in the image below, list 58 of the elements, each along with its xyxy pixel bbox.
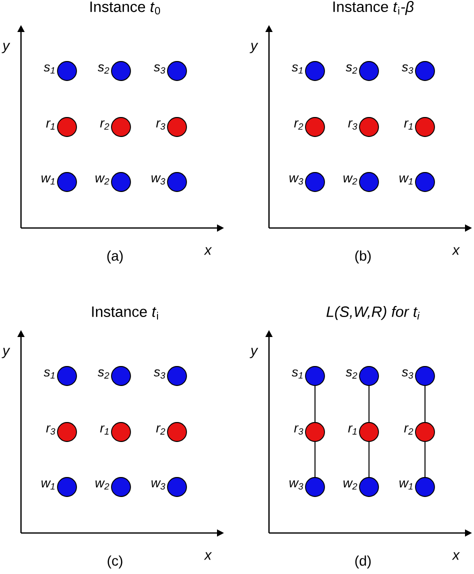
point-label: s$_{3}$ <box>402 369 414 379</box>
point-label: w$_{1}$ <box>42 480 55 490</box>
point-label: w$_{3}$ <box>152 175 166 185</box>
point-label: s$_{3}$ <box>154 369 166 379</box>
axis-label: y <box>2 42 10 54</box>
connector-line <box>368 441 370 478</box>
panel-title: L(S,W,R) for t$_{i}$ <box>326 306 420 320</box>
point-label: r$_{2}$ <box>404 425 414 435</box>
axis-label: x <box>452 247 460 255</box>
point-label: w$_{1}$ <box>42 176 55 184</box>
point-label: w$_{1}$ <box>399 480 413 490</box>
connector-line <box>424 385 426 423</box>
axis-label: x <box>452 552 460 560</box>
point-label: r$_{3}$ <box>348 120 358 130</box>
point-label: s$_{1}$ <box>292 64 303 74</box>
point-label: w$_{3}$ <box>289 175 304 185</box>
point-label: s$_{2}$ <box>98 64 110 74</box>
point-label: w$_{1}$ <box>399 176 413 184</box>
point-label: r$_{1}$ <box>46 120 55 130</box>
point-label: r$_{3}$ <box>156 120 166 130</box>
panel-caption: (a) <box>107 250 123 264</box>
point-label: r$_{2}$ <box>156 425 166 435</box>
axis-label: y <box>250 348 258 358</box>
point-label: s$_{1}$ <box>44 64 55 74</box>
panel-caption: (d) <box>355 555 371 569</box>
point-label: s$_{1}$ <box>292 369 303 379</box>
panel-title: Instance t$_{i}$ <box>92 306 158 320</box>
panel-caption: (b) <box>355 250 371 264</box>
point-label: s$_{1}$ <box>44 369 55 379</box>
point-label: r$_{1}$ <box>348 425 357 435</box>
point-label: w$_{2}$ <box>343 480 358 490</box>
point-label: w$_{2}$ <box>96 175 110 185</box>
point-label: s$_{3}$ <box>154 64 166 74</box>
connector-line <box>314 441 316 478</box>
point-label: w$_{2}$ <box>96 480 110 490</box>
point-label: w$_{3}$ <box>289 480 304 490</box>
point-label: r$_{1}$ <box>100 425 109 435</box>
point-label: r$_{2}$ <box>100 120 110 130</box>
axis-label: y <box>2 348 10 358</box>
axis-label: y <box>250 42 258 54</box>
panel-title: Instance t$_{0}$ <box>90 2 160 14</box>
point-label: s$_{2}$ <box>346 369 358 379</box>
connector-line <box>368 385 370 423</box>
point-label: w$_{3}$ <box>152 480 166 490</box>
point-label: r$_{3}$ <box>294 425 304 435</box>
axis-label: x <box>204 247 212 255</box>
connector-line <box>424 441 426 478</box>
point-label: r$_{1}$ <box>404 120 413 130</box>
point-label: s$_{3}$ <box>402 64 414 74</box>
point-label: r$_{2}$ <box>294 120 304 130</box>
panel-caption: (c) <box>108 555 122 569</box>
point-label: w$_{2}$ <box>343 175 358 185</box>
point-label: r$_{3}$ <box>46 425 56 435</box>
point-label: s$_{2}$ <box>98 369 110 379</box>
point-label: s$_{2}$ <box>346 64 358 74</box>
connector-line <box>314 385 316 423</box>
panel-title: Instance t$_{i}$-β <box>333 1 414 15</box>
axis-label: x <box>204 552 212 560</box>
